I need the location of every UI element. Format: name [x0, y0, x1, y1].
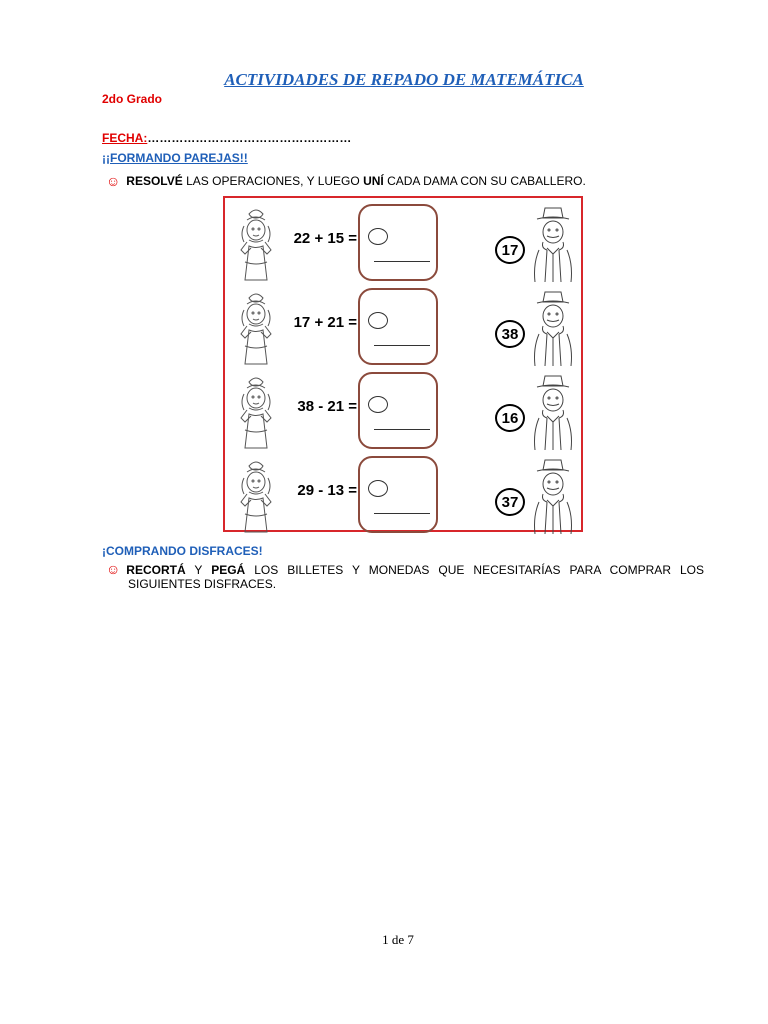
result-number-circle: 17: [495, 236, 525, 264]
result-number-circle: 16: [495, 404, 525, 432]
answer-circle: [368, 396, 388, 413]
instr-bold: UNÍ: [363, 174, 384, 188]
answer-box[interactable]: [358, 456, 438, 533]
instruction-parejas: ☺ RESOLVÉ LAS OPERACIONES, Y LUEGO UNÍ CA…: [106, 173, 586, 189]
exercise-box: 22 + 15 = 17 17 + 21 =: [223, 196, 583, 535]
dama-illustration-icon: [231, 206, 281, 282]
instr-text: LOS BILLETES Y MONEDAS QUE NECESITARÍAS …: [245, 563, 704, 577]
operation-text: 38 - 21 =: [297, 398, 357, 415]
dama-illustration-icon: [231, 374, 281, 450]
instr-bold: PEGÁ: [211, 563, 246, 577]
operation-text: 29 - 13 =: [297, 482, 357, 499]
exercise-row: 29 - 13 = 37: [225, 454, 581, 536]
instr-bold: RECORTÁ: [126, 563, 186, 577]
smiley-icon: ☺: [106, 561, 121, 577]
instr-text: LAS OPERACIONES, Y LUEGO: [182, 174, 364, 188]
date-label: FECHA:: [102, 131, 148, 145]
instr-text: Y: [185, 563, 212, 577]
operation-text: 17 + 21 =: [293, 314, 357, 331]
grade-label: 2do Grado: [102, 92, 163, 106]
answer-circle: [368, 312, 388, 329]
result-number-circle: 38: [495, 320, 525, 348]
date-line: FECHA:……………………………………………: [102, 131, 351, 145]
answer-box[interactable]: [358, 288, 438, 365]
caballero-illustration-icon: [525, 286, 581, 368]
exercise-row: 38 - 21 = 16: [225, 370, 581, 452]
caballero-illustration-icon: [525, 454, 581, 536]
dama-illustration-icon: [231, 290, 281, 366]
instruction-disfraces: ☺ RECORTÁ Y PEGÁ LOS BILLETES Y MONEDAS Q…: [106, 562, 704, 577]
answer-circle: [368, 480, 388, 497]
operation-text: 22 + 15 =: [293, 230, 357, 247]
caballero-illustration-icon: [525, 370, 581, 452]
exercise-row: 17 + 21 = 38: [225, 286, 581, 368]
caballero-illustration-icon: [525, 202, 581, 284]
instr-bold: RESOLVÉ: [126, 174, 183, 188]
answer-line: [374, 261, 430, 262]
answer-box[interactable]: [358, 372, 438, 449]
result-number-circle: 37: [495, 488, 525, 516]
answer-box[interactable]: [358, 204, 438, 281]
answer-line: [374, 513, 430, 514]
section-heading-parejas: ¡¡FORMANDO PAREJAS!!: [102, 151, 248, 165]
date-dots: ……………………………………………: [147, 131, 352, 145]
page-title: ACTIVIDADES DE REPADO DE MATEMÁTICA: [224, 70, 584, 89]
answer-line: [374, 345, 430, 346]
smiley-icon: ☺: [106, 173, 121, 189]
instruction-disfraces-cont: SIGUIENTES DISFRACES.: [128, 577, 277, 591]
dama-illustration-icon: [231, 458, 281, 534]
instr-text: CADA DAMA CON SU CABALLERO.: [383, 174, 586, 188]
exercise-row: 22 + 15 = 17: [225, 202, 581, 284]
answer-circle: [368, 228, 388, 245]
section-heading-disfraces: ¡COMPRANDO DISFRACES!: [102, 544, 263, 558]
answer-line: [374, 429, 430, 430]
page-number: 1 de 7: [382, 932, 414, 947]
